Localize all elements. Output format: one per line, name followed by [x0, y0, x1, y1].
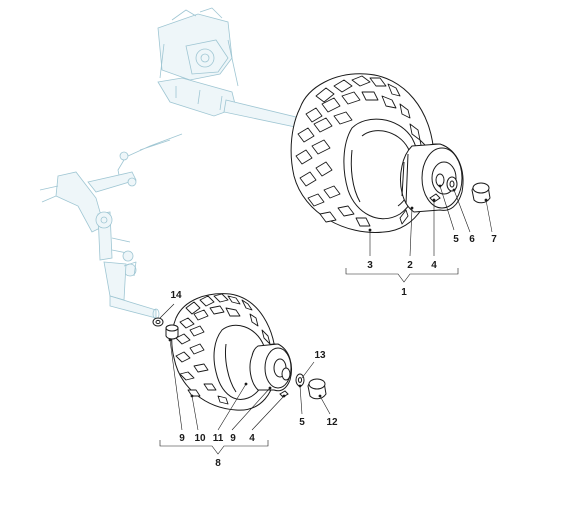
callout-5-rear: 5: [453, 234, 459, 245]
callout-4-rear: 4: [431, 260, 437, 271]
callout-5-front: 5: [299, 417, 305, 428]
callout-9-right: 9: [230, 433, 236, 444]
front-hub-hardware: [152, 317, 327, 400]
brace-group-1: [345, 268, 459, 283]
callout-14: 14: [170, 290, 182, 301]
callout-10: 10: [194, 433, 206, 444]
callout-13: 13: [314, 350, 326, 361]
callout-6: 6: [469, 234, 475, 245]
callout-2: 2: [407, 260, 413, 271]
front-rim: [249, 343, 292, 392]
callout-7: 7: [491, 234, 497, 245]
rear-tire: [290, 73, 435, 233]
ghost-transaxle-assembly: [157, 7, 304, 129]
front-tire: [171, 293, 277, 411]
callout-8: 8: [215, 458, 221, 469]
rear-hub-hardware: [429, 173, 491, 204]
callout-12: 12: [326, 417, 338, 428]
callout-1: 1: [401, 287, 407, 298]
brace-group-8: [159, 440, 269, 455]
callout-11: 11: [213, 433, 224, 444]
ghost-steering-linkage: [39, 133, 183, 320]
callout-3: 3: [367, 260, 373, 271]
callout-9-left: 9: [179, 433, 185, 444]
leader-lines: [159, 184, 493, 431]
callout-4-front: 4: [249, 433, 255, 444]
callout-labels: 1 2 3 4 5 6 7 8 9 10 11 9 4 5 12 13 14: [170, 234, 497, 469]
rear-rim: [400, 143, 464, 213]
front-tire-tread: [175, 293, 273, 405]
